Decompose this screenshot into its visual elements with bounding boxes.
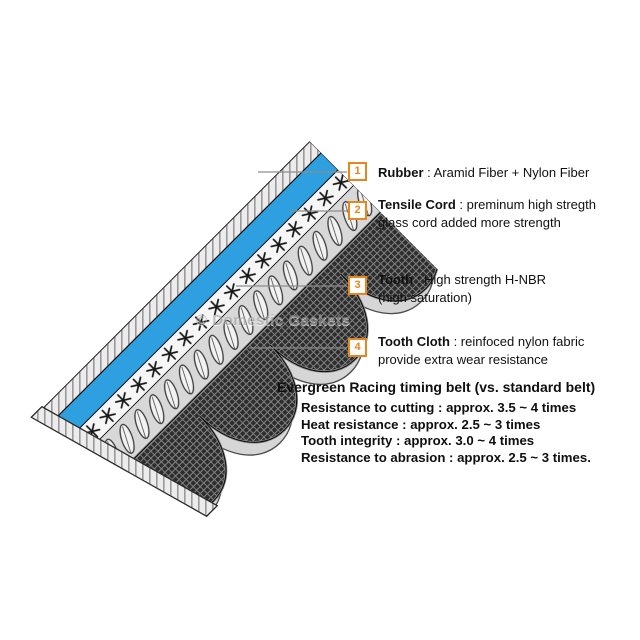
callout-number-2: 2 [348,201,367,220]
callout-number-3: 3 [348,276,367,295]
comparison-heading: Evergreen Racing timing belt (vs. standa… [277,379,596,395]
belt-cord-stars [60,169,354,463]
callout-desc: : High strength H-NBR [413,272,547,287]
callout-desc: : preminum high stregth [455,197,596,212]
callout-label-tensile-cord: Tensile Cord : preminum high stregth gla… [378,196,596,232]
belt-cut-face [30,405,219,518]
callout-label-tooth-cloth: Tooth Cloth : reinfoced nylon fabric pro… [378,333,584,369]
callout-desc-line2: provide extra wear resistance [378,352,548,367]
callout-desc-line2: glass cord added more strength [378,215,561,230]
callout-term: Tensile Cord [378,197,456,212]
watermark: © Domestic Gaskets [196,312,351,329]
callout-label-tooth: Tooth : High strength H-NBR (high satura… [378,271,546,307]
callout-term: Rubber [378,165,424,180]
callout-desc: : Aramid Fiber + Nylon Fiber [423,165,590,180]
callout-label-rubber: Rubber : Aramid Fiber + Nylon Fiber [378,164,589,182]
callout-desc-line2: (high saturation) [378,290,472,305]
callout-term: Tooth Cloth [378,334,450,349]
comparison-item: Heat resistance : approx. 2.5 ~ 3 times [301,416,541,432]
comparison-item: Resistance to abrasion : approx. 2.5 ~ 3… [301,449,591,465]
comparison-item: Tooth integrity : approx. 3.0 ~ 4 times [301,433,535,448]
comparison-block: Evergreen Racing timing belt (vs. standa… [277,379,595,466]
callout-term: Tooth [378,272,414,287]
callout-desc: : reinfoced nylon fabric [449,334,585,349]
comparison-item: Resistance to cutting : approx. 3.5 ~ 4 … [301,400,577,415]
callout-leader-lines [236,171,347,349]
callout-number-1: 1 [348,162,367,181]
belt-group [30,140,463,564]
callout-number-4: 4 [348,338,367,357]
